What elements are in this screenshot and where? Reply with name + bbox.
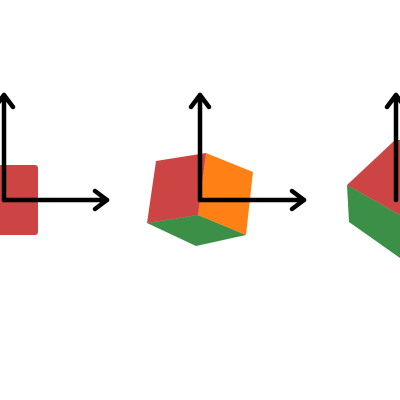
cube-bottom-face (347, 185, 400, 258)
y-axis-arrowhead (0, 92, 16, 110)
cube-front-face (347, 140, 400, 215)
x-axis-arrowhead (289, 188, 307, 212)
cube-front-face (147, 153, 206, 223)
y-axis-arrowhead (384, 92, 400, 110)
axes-origin-1 (0, 92, 110, 212)
panel-1-front-view (0, 92, 110, 235)
panel-3-rotated-view (347, 92, 400, 258)
panel-2-oblique-view (147, 92, 307, 246)
y-axis-arrowhead (188, 92, 212, 110)
x-axis-arrowhead (92, 188, 110, 212)
cube-side-face (198, 153, 253, 235)
axes-origin-2 (188, 92, 307, 212)
axes-origin-3 (384, 92, 400, 203)
cube-bottom-face (147, 215, 246, 246)
